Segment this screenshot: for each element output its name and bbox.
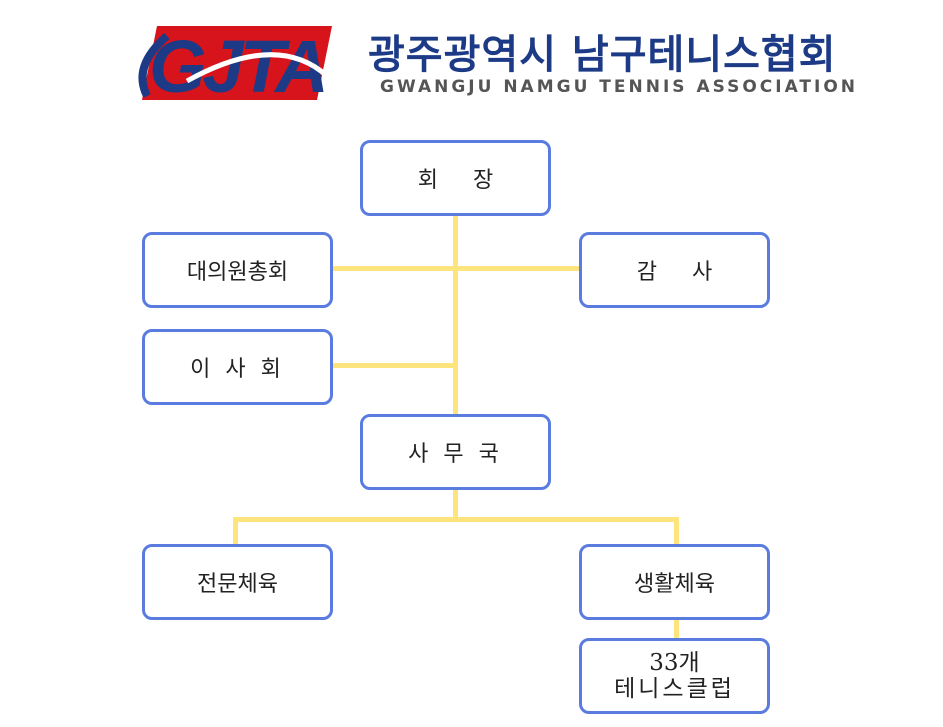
- delegates-label: 대의원총회: [186, 260, 289, 285]
- connector: [233, 517, 679, 522]
- secretariat-label: 사 무 국: [408, 442, 503, 467]
- elite-sports-label: 전문체육: [197, 572, 278, 597]
- elite-sports-box: 전문체육: [142, 544, 333, 620]
- gjta-logo: GJTA: [138, 26, 332, 100]
- tennis-clubs-box: 33개 테니스클럽: [579, 638, 770, 714]
- clubs-count: 33개: [649, 650, 700, 676]
- president-label: 회 장: [417, 168, 508, 193]
- life-sports-label: 생활체육: [634, 572, 715, 597]
- connector: [453, 214, 458, 415]
- life-sports-box: 생활체육: [579, 544, 770, 620]
- connector: [453, 488, 458, 521]
- connector: [233, 517, 238, 545]
- president-box: 회 장: [360, 140, 551, 216]
- connector: [674, 618, 679, 639]
- auditor-label: 감 사: [636, 260, 727, 285]
- delegates-box: 대의원총회: [142, 232, 333, 308]
- svg-text:GJTA: GJTA: [149, 26, 325, 100]
- association-title-english: GWANGJU NAMGU TENNIS ASSOCIATION: [380, 77, 859, 97]
- connector: [332, 363, 456, 368]
- connector: [674, 517, 679, 545]
- board-label: 이 사 회: [190, 357, 285, 382]
- board-box: 이 사 회: [142, 329, 333, 405]
- connector: [332, 266, 580, 271]
- association-title-korean: 광주광역시 남구테니스협회: [368, 32, 837, 78]
- auditor-box: 감 사: [579, 232, 770, 308]
- secretariat-box: 사 무 국: [360, 414, 551, 490]
- clubs-label: 테니스클럽: [614, 676, 735, 702]
